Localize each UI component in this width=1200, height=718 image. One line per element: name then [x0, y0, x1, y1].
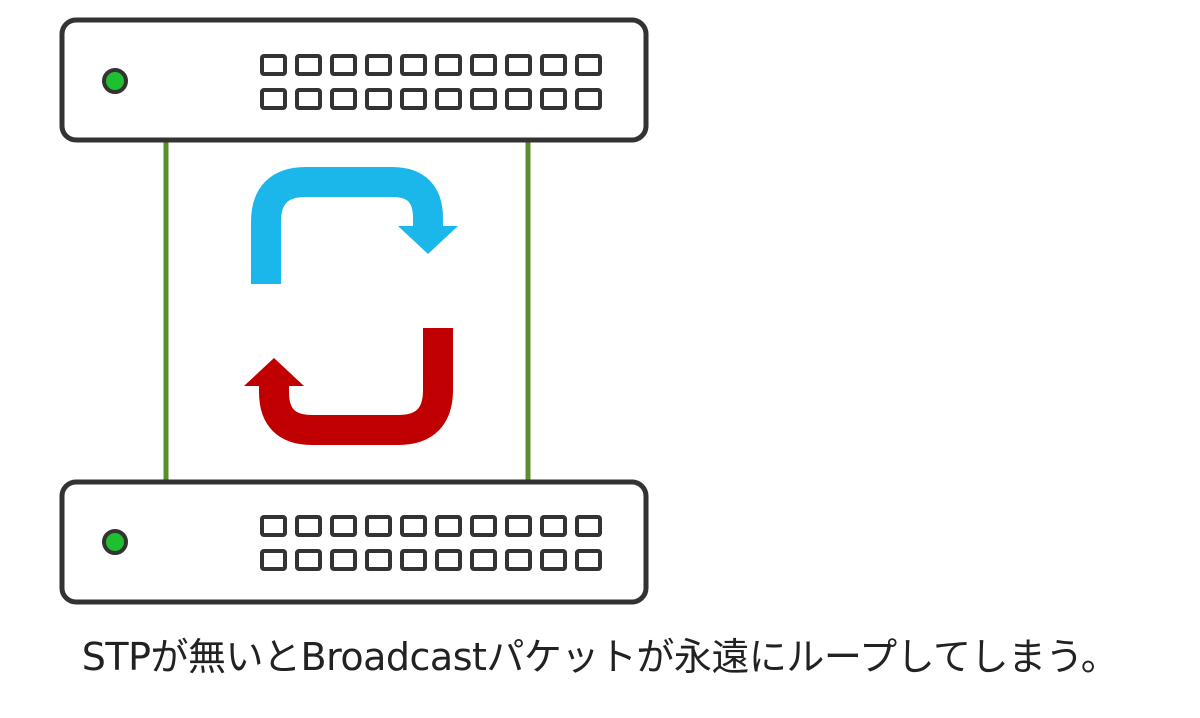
bottom-port-20	[575, 549, 602, 571]
top-port-20	[575, 88, 602, 110]
top-port-7	[470, 54, 497, 76]
status-led-bottom	[102, 529, 128, 555]
bottom-port-6	[435, 515, 462, 537]
bottom-port-3	[330, 515, 357, 537]
port-grid-top	[260, 54, 602, 110]
top-port-6	[435, 54, 462, 76]
top-port-18	[505, 88, 532, 110]
top-port-4	[365, 54, 392, 76]
loop-arrow-right-icon	[251, 167, 458, 284]
bottom-port-7	[470, 515, 497, 537]
top-port-1	[260, 54, 287, 76]
top-port-12	[295, 88, 322, 110]
top-port-19	[540, 88, 567, 110]
top-port-9	[540, 54, 567, 76]
top-port-17	[470, 88, 497, 110]
top-port-11	[260, 88, 287, 110]
bottom-port-18	[505, 549, 532, 571]
bottom-port-15	[400, 549, 427, 571]
bottom-port-5	[400, 515, 427, 537]
bottom-port-4	[365, 515, 392, 537]
top-port-16	[435, 88, 462, 110]
top-port-2	[295, 54, 322, 76]
bottom-port-19	[540, 549, 567, 571]
top-port-5	[400, 54, 427, 76]
bottom-port-2	[295, 515, 322, 537]
diagram-caption: STPが無いとBroadcastパケットが永遠にループしてしまう。	[81, 635, 1119, 679]
bottom-port-14	[365, 549, 392, 571]
bottom-port-16	[435, 549, 462, 571]
top-port-13	[330, 88, 357, 110]
top-port-14	[365, 88, 392, 110]
switch-bottom	[59, 479, 649, 605]
port-grid-bottom	[260, 515, 602, 571]
top-port-3	[330, 54, 357, 76]
bottom-port-13	[330, 549, 357, 571]
top-port-15	[400, 88, 427, 110]
loop-arrow-left-icon	[244, 328, 453, 445]
top-port-10	[575, 54, 602, 76]
bottom-port-11	[260, 549, 287, 571]
bottom-port-12	[295, 549, 322, 571]
bottom-port-17	[470, 549, 497, 571]
top-port-8	[505, 54, 532, 76]
bottom-port-10	[575, 515, 602, 537]
switch-top	[59, 17, 649, 143]
status-led-top	[102, 68, 128, 94]
bottom-port-1	[260, 515, 287, 537]
bottom-port-9	[540, 515, 567, 537]
bottom-port-8	[505, 515, 532, 537]
